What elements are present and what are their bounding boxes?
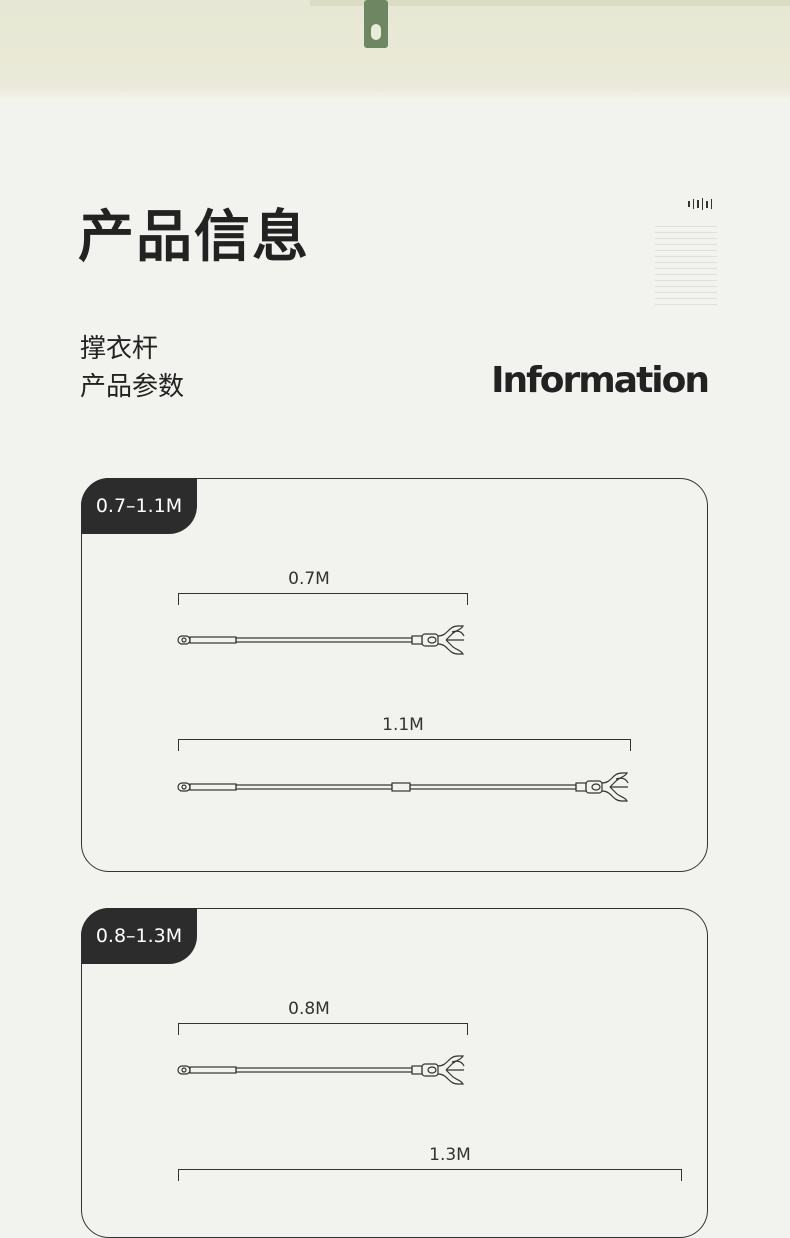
hero-photo <box>0 0 790 102</box>
variant-tag: 0.7–1.1M <box>81 478 197 534</box>
long-length-dimension-line <box>178 739 631 751</box>
long-length-label: 1.3M <box>429 1145 471 1165</box>
short-rod-drawing <box>177 1055 465 1085</box>
hero-shelf <box>310 0 790 6</box>
long-length-label: 1.1M <box>382 715 424 735</box>
english-title: Information <box>491 360 710 401</box>
long-rod-drawing <box>177 772 629 802</box>
short-rod-drawing <box>177 625 465 655</box>
variant-card-2: 0.8–1.3M 0.8M 1.3M <box>81 908 708 1238</box>
decorative-bars-icon <box>688 198 712 210</box>
short-length-dimension-line <box>178 593 468 605</box>
variant-tag: 0.8–1.3M <box>81 908 197 964</box>
short-length-label: 0.8M <box>288 999 330 1019</box>
subtitle-product-name: 撑衣杆 <box>80 334 159 364</box>
long-length-dimension-line <box>178 1169 682 1181</box>
decorative-text-block <box>655 226 717 306</box>
hero-pole-image <box>364 0 388 48</box>
page-title: 产品信息 <box>78 205 310 270</box>
short-length-label: 0.7M <box>288 569 330 589</box>
subtitle: 撑衣杆 产品参数 <box>80 330 184 406</box>
subtitle-parameters: 产品参数 <box>80 372 185 402</box>
variant-card-1: 0.7–1.1M 0.7M 1.1M <box>81 478 708 872</box>
short-length-dimension-line <box>178 1023 468 1035</box>
